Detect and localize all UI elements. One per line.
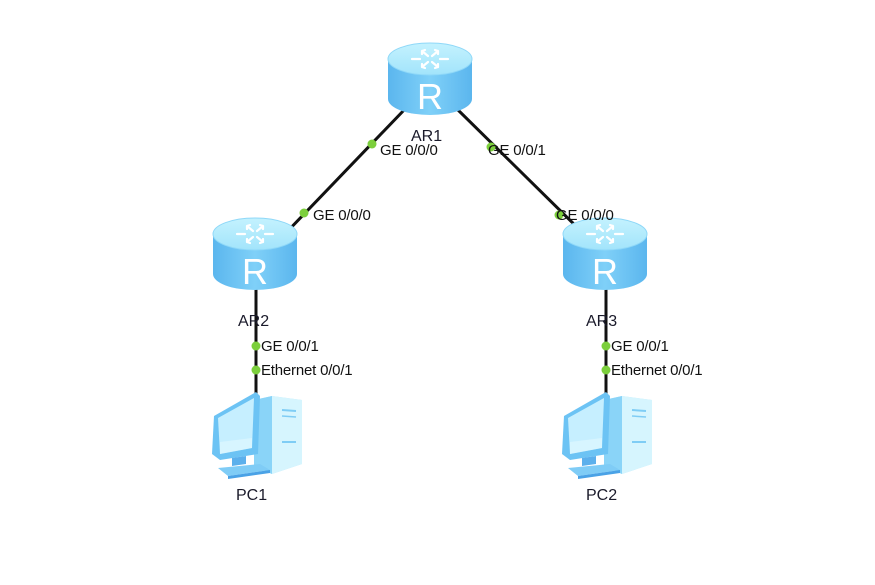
pc-pc1[interactable] [211, 391, 303, 480]
port-label-pc2-eth: Ethernet 0/0/1 [611, 362, 703, 379]
router-glyph: R [592, 251, 618, 292]
port-dot-ar1-ge001 [486, 142, 496, 152]
port-label-ar2-ge001: GE 0/0/1 [261, 338, 319, 355]
router-glyph: R [242, 251, 268, 292]
port-dot-ar1-ge000 [367, 139, 377, 149]
port-dot-pc1-eth [251, 365, 261, 375]
node-label-pc1: PC1 [236, 487, 268, 504]
port-dot-pc2-eth [601, 365, 611, 375]
port-label-pc1-eth: Ethernet 0/0/1 [261, 362, 353, 379]
port-label-ar1-ge000: GE 0/0/0 [380, 142, 438, 159]
port-dots [251, 139, 611, 375]
port-label-ar1-ge001: GE 0/0/1 [488, 142, 546, 159]
port-label-ar3-ge001: GE 0/0/1 [611, 338, 669, 355]
port-dot-ar2-ge000 [299, 208, 309, 218]
node-label-ar3: AR3 [586, 313, 618, 330]
router-ar2[interactable]: R [211, 216, 299, 292]
pc-pc2[interactable] [561, 391, 653, 480]
port-label-ar3-ge000: GE 0/0/0 [556, 207, 614, 224]
port-label-ar2-ge000: GE 0/0/0 [313, 207, 371, 224]
node-label-ar2: AR2 [238, 313, 270, 330]
port-dot-ar3-ge000 [554, 210, 564, 220]
pc-icon [561, 391, 653, 480]
link-ar1-ar3[interactable] [454, 106, 588, 238]
port-dot-ar2-ge001 [251, 341, 261, 351]
router-glyph: R [417, 76, 443, 117]
port-dot-ar3-ge001 [601, 341, 611, 351]
router-ar3[interactable]: R [561, 216, 649, 292]
pc-icon [211, 391, 303, 480]
router-ar1[interactable]: R [386, 41, 474, 117]
node-label-pc2: PC2 [586, 487, 618, 504]
node-label-ar1: AR1 [411, 128, 443, 145]
